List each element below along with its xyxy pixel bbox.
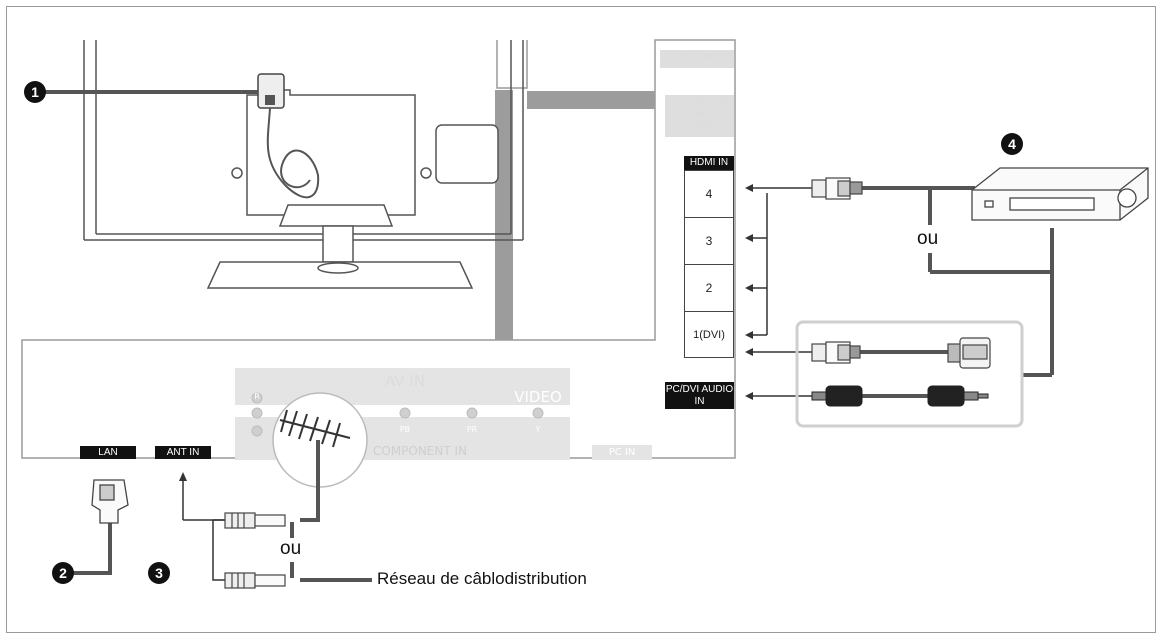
av-in-label: AV IN [385, 372, 425, 390]
component-in-label: COMPONENT IN [372, 444, 468, 458]
usb-port-area [660, 50, 734, 68]
pc-in-label: PC IN [608, 447, 636, 458]
pc-dvi-audio-in-label: PC/DVI AUDIO IN [665, 382, 734, 409]
hdmi-port-2: 2 [685, 265, 733, 312]
ant-in-label: ANT IN [155, 446, 211, 459]
pc-in-panel [592, 445, 652, 460]
av-r-label: R [254, 392, 260, 401]
hdmi-port-3: 3 [685, 218, 733, 265]
callout-badge-1: 1 [24, 81, 46, 103]
usb-label: USB 1 (HDD) [665, 52, 729, 63]
or-label-antenna: ou [280, 538, 302, 559]
hdmi-arrows [748, 187, 812, 397]
panel-bar-vertical [495, 90, 513, 340]
callout-badge-4: 4 [1001, 133, 1023, 155]
cable-network-label: Réseau de câblodistribution [377, 569, 587, 588]
hdmi-in-label: HDMI IN [684, 156, 734, 170]
panel-bar-horizontal [527, 91, 655, 109]
audio-cable-plugs [811, 385, 989, 407]
hdmi-port-stack: 4 3 2 1(DVI) [684, 170, 734, 358]
or-label-device: ou [917, 228, 939, 249]
cable-highlight-box [795, 320, 1024, 428]
lan-connector [91, 479, 129, 524]
coax-plug-top [224, 512, 286, 529]
optical-port-area [665, 95, 734, 137]
hdmi-plug-dvi [811, 341, 861, 364]
hdmi-port-1-dvi: 1(DVI) [693, 329, 725, 341]
tv-rear-panel [21, 39, 736, 459]
tv-back-view [83, 40, 524, 289]
callout-badge-2: 2 [52, 562, 74, 584]
y-label: Y [535, 425, 541, 434]
hdmi-plug-top [811, 177, 863, 200]
pb-label: PB [399, 425, 411, 434]
callout-badge-3: 3 [148, 562, 170, 584]
coax-plug-bottom [224, 572, 286, 589]
diagram-frame [6, 6, 1156, 633]
optical-label: DIGITAL AUDIO OUT (OPTICAL) [677, 97, 732, 132]
external-device [971, 167, 1149, 221]
pr-label: PR [466, 425, 478, 434]
hdmi-port-4: 4 [685, 171, 733, 218]
antenna-icon [279, 409, 351, 448]
dvi-plug [947, 337, 991, 369]
video-label: VIDEO [514, 388, 562, 406]
lan-label: LAN [80, 446, 136, 459]
